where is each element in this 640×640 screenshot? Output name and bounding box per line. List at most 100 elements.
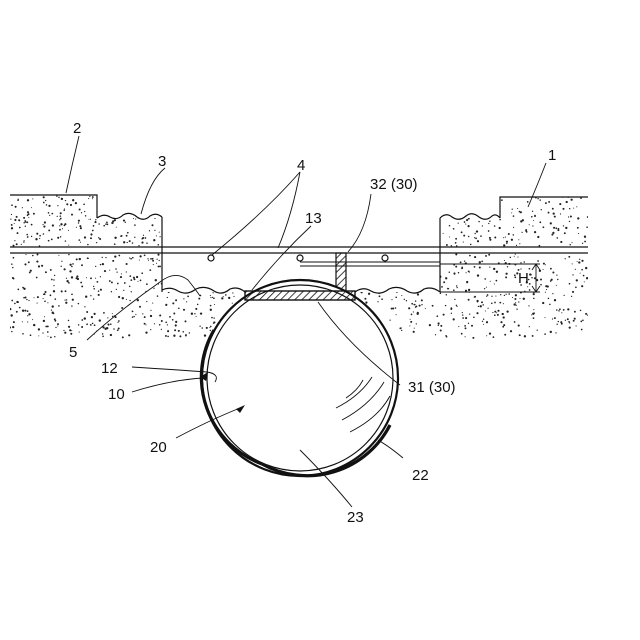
soil-dot	[499, 227, 501, 229]
soil-dot	[532, 225, 533, 226]
soil-dot	[141, 238, 143, 240]
top-plate-31	[245, 291, 355, 300]
soil-dot	[569, 327, 571, 329]
soil-dot	[580, 310, 582, 312]
soil-dot	[139, 255, 141, 257]
soil-dot	[330, 208, 332, 210]
soil-dot	[494, 283, 495, 284]
soil-dot	[395, 264, 396, 265]
soil-dot	[72, 263, 74, 265]
soil-dot	[517, 208, 518, 209]
soil-dot	[183, 331, 185, 333]
soil-dot	[172, 302, 174, 304]
soil-dot	[219, 261, 221, 263]
soil-dot	[59, 225, 60, 226]
soil-dot	[305, 232, 306, 233]
soil-dot	[179, 335, 181, 337]
label-2: 2	[73, 120, 81, 137]
soil-dot	[117, 322, 118, 323]
soil-dot	[503, 303, 504, 304]
soil-dot	[68, 320, 69, 321]
soil-dot	[100, 264, 101, 265]
label-5: 5	[69, 344, 77, 361]
soil-dot	[278, 254, 280, 256]
soil-dot	[440, 292, 442, 294]
soil-dot	[584, 281, 585, 282]
soil-dot	[389, 216, 391, 218]
soil-dot	[304, 242, 305, 243]
soil-dot	[42, 332, 43, 333]
soil-dot	[139, 259, 140, 260]
soil-dot	[93, 286, 94, 287]
label-31-30: 31 (30)	[408, 379, 456, 396]
soil-dot	[121, 307, 123, 309]
soil-dot	[359, 270, 361, 272]
soil-dot	[451, 313, 452, 314]
soil-dot	[400, 273, 401, 274]
soil-dot	[19, 307, 21, 309]
soil-dot	[126, 271, 127, 272]
soil-dot	[357, 226, 359, 228]
soil-dot	[556, 323, 557, 324]
soil-dot	[186, 301, 187, 302]
soil-dot	[45, 271, 47, 273]
soil-dot	[553, 212, 555, 214]
soil-dot	[217, 236, 218, 237]
soil-dot	[159, 260, 160, 261]
soil-dot	[539, 245, 541, 247]
soil-dot	[201, 327, 203, 329]
soil-dot	[337, 244, 338, 245]
soil-dot	[454, 299, 455, 300]
soil-dot	[54, 298, 56, 300]
soil-dot	[188, 284, 190, 286]
soil-dot	[482, 304, 484, 306]
soil-dot	[449, 225, 450, 226]
soil-dot	[44, 291, 46, 293]
soil-dot	[233, 219, 234, 220]
soil-dot	[326, 269, 328, 271]
soil-dot	[202, 264, 204, 266]
soil-dot	[463, 235, 465, 237]
soil-dot	[79, 225, 81, 227]
soil-dot	[493, 336, 495, 338]
soil-dot	[76, 275, 78, 277]
soil-dot	[356, 195, 357, 196]
soil-dot	[270, 198, 271, 199]
soil-dot	[469, 203, 470, 204]
soil-dot	[26, 234, 28, 236]
soil-dot	[79, 332, 80, 333]
soil-dot	[587, 314, 588, 315]
soil-dot	[341, 240, 343, 242]
soil-dot	[43, 224, 44, 225]
soil-dot	[514, 321, 516, 323]
soil-dot	[275, 205, 277, 207]
soil-dot	[433, 256, 435, 258]
soil-dot	[28, 300, 29, 301]
soil-dot	[294, 229, 296, 231]
soil-dot	[368, 293, 370, 295]
soil-dot	[398, 235, 399, 236]
soil-dot	[292, 237, 293, 238]
soil-dot	[515, 302, 516, 303]
soil-dot	[537, 198, 538, 199]
soil-dot	[44, 316, 45, 317]
soil-dot	[199, 326, 200, 327]
soil-dot	[342, 207, 343, 208]
soil-dot	[304, 230, 305, 231]
soil-dot	[79, 208, 81, 210]
soil-dot	[201, 223, 202, 224]
soil-dot	[81, 326, 83, 328]
soil-dot	[397, 275, 399, 277]
soil-dot	[262, 264, 264, 266]
soil-dot	[71, 214, 73, 216]
soil-dot	[66, 299, 67, 300]
soil-dot	[552, 293, 553, 294]
soil-dot	[258, 260, 260, 262]
soil-dot	[523, 298, 525, 300]
soil-dot	[127, 197, 129, 199]
soil-dot	[166, 279, 168, 281]
soil-dot	[182, 271, 183, 272]
soil-dot	[117, 329, 119, 331]
soil-dot	[44, 221, 46, 223]
soil-dot	[36, 277, 38, 279]
